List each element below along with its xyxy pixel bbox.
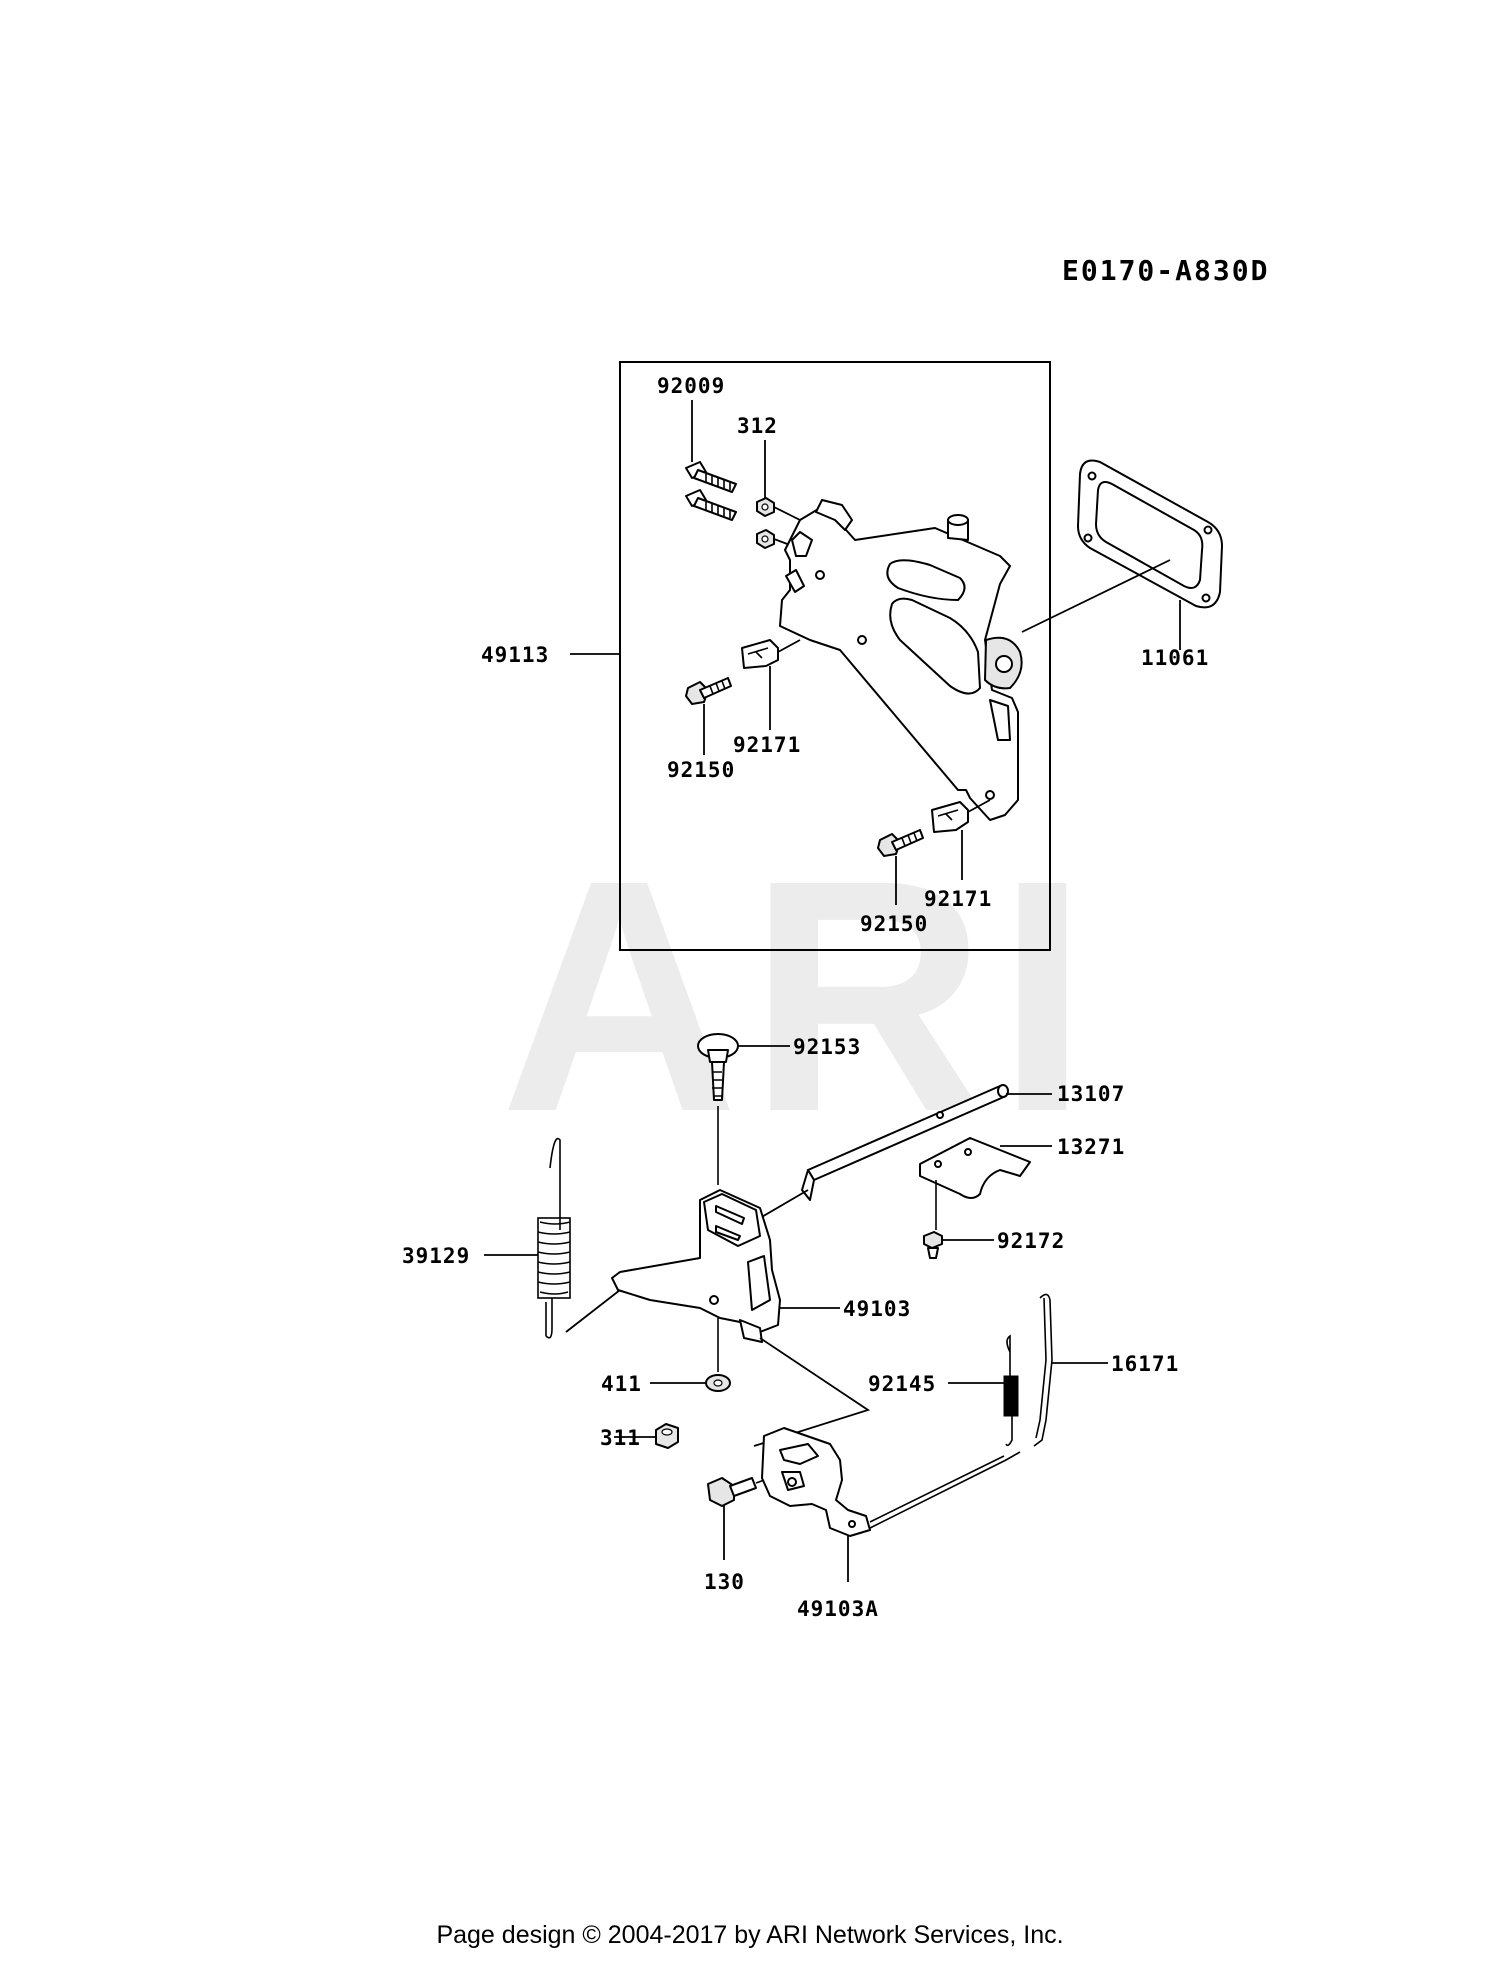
callout-16171[interactable]: 16171 (1111, 1352, 1179, 1376)
shaft-icon[interactable] (801, 1084, 1009, 1201)
callout-11061[interactable]: 11061 (1141, 646, 1209, 670)
callout-49103[interactable]: 49103 (843, 1297, 911, 1321)
callout-92153[interactable]: 92153 (793, 1035, 861, 1059)
washer-icon[interactable] (705, 1374, 731, 1392)
callout-312[interactable]: 312 (737, 414, 778, 438)
callout-92145[interactable]: 92145 (868, 1372, 936, 1396)
bolt-icon[interactable] (923, 1231, 943, 1259)
bolt-icon[interactable] (707, 1477, 757, 1507)
spring-icon[interactable] (537, 1137, 571, 1339)
bolt-icon[interactable] (685, 489, 737, 521)
ari-watermark: ARI (500, 811, 1098, 1180)
lever-icon[interactable] (761, 1427, 1021, 1537)
bracket-icon[interactable] (779, 499, 1023, 821)
callout-13107[interactable]: 13107 (1057, 1082, 1125, 1106)
bracket-icon[interactable] (931, 801, 969, 833)
callout-49103A[interactable]: 49103A (797, 1597, 879, 1621)
callout-92171-lower[interactable]: 92171 (924, 887, 992, 911)
nut-icon[interactable] (655, 1423, 679, 1449)
bracket-icon[interactable] (919, 1137, 1031, 1199)
callout-130[interactable]: 130 (704, 1570, 745, 1594)
bolt-icon[interactable] (697, 1033, 739, 1101)
bracket-icon[interactable] (741, 639, 779, 669)
nut-icon[interactable] (756, 497, 775, 517)
bolt-icon[interactable] (685, 677, 732, 705)
callout-92172[interactable]: 92172 (997, 1229, 1065, 1253)
callout-49113[interactable]: 49113 (481, 643, 549, 667)
assembly-group-box (619, 361, 1051, 951)
callout-411[interactable]: 411 (601, 1372, 642, 1396)
lever-icon[interactable] (611, 1189, 781, 1343)
bolt-icon[interactable] (877, 829, 924, 857)
shaft-icon[interactable] (1033, 1293, 1053, 1447)
bolt-icon[interactable] (685, 461, 737, 493)
spring-icon[interactable] (1003, 1334, 1019, 1447)
callout-311[interactable]: 311 (600, 1426, 641, 1450)
callout-92150-lower[interactable]: 92150 (860, 912, 928, 936)
callout-39129[interactable]: 39129 (402, 1244, 470, 1268)
diagram-code: E0170-A830D (1062, 254, 1269, 287)
callout-13271[interactable]: 13271 (1057, 1135, 1125, 1159)
footer-copyright: Page design © 2004-2017 by ARI Network S… (436, 1921, 1063, 1949)
nut-icon[interactable] (756, 529, 775, 549)
gasket-icon[interactable] (1077, 459, 1223, 609)
callout-92009[interactable]: 92009 (657, 374, 725, 398)
callout-92171-upper[interactable]: 92171 (733, 733, 801, 757)
callout-92150-upper[interactable]: 92150 (667, 758, 735, 782)
